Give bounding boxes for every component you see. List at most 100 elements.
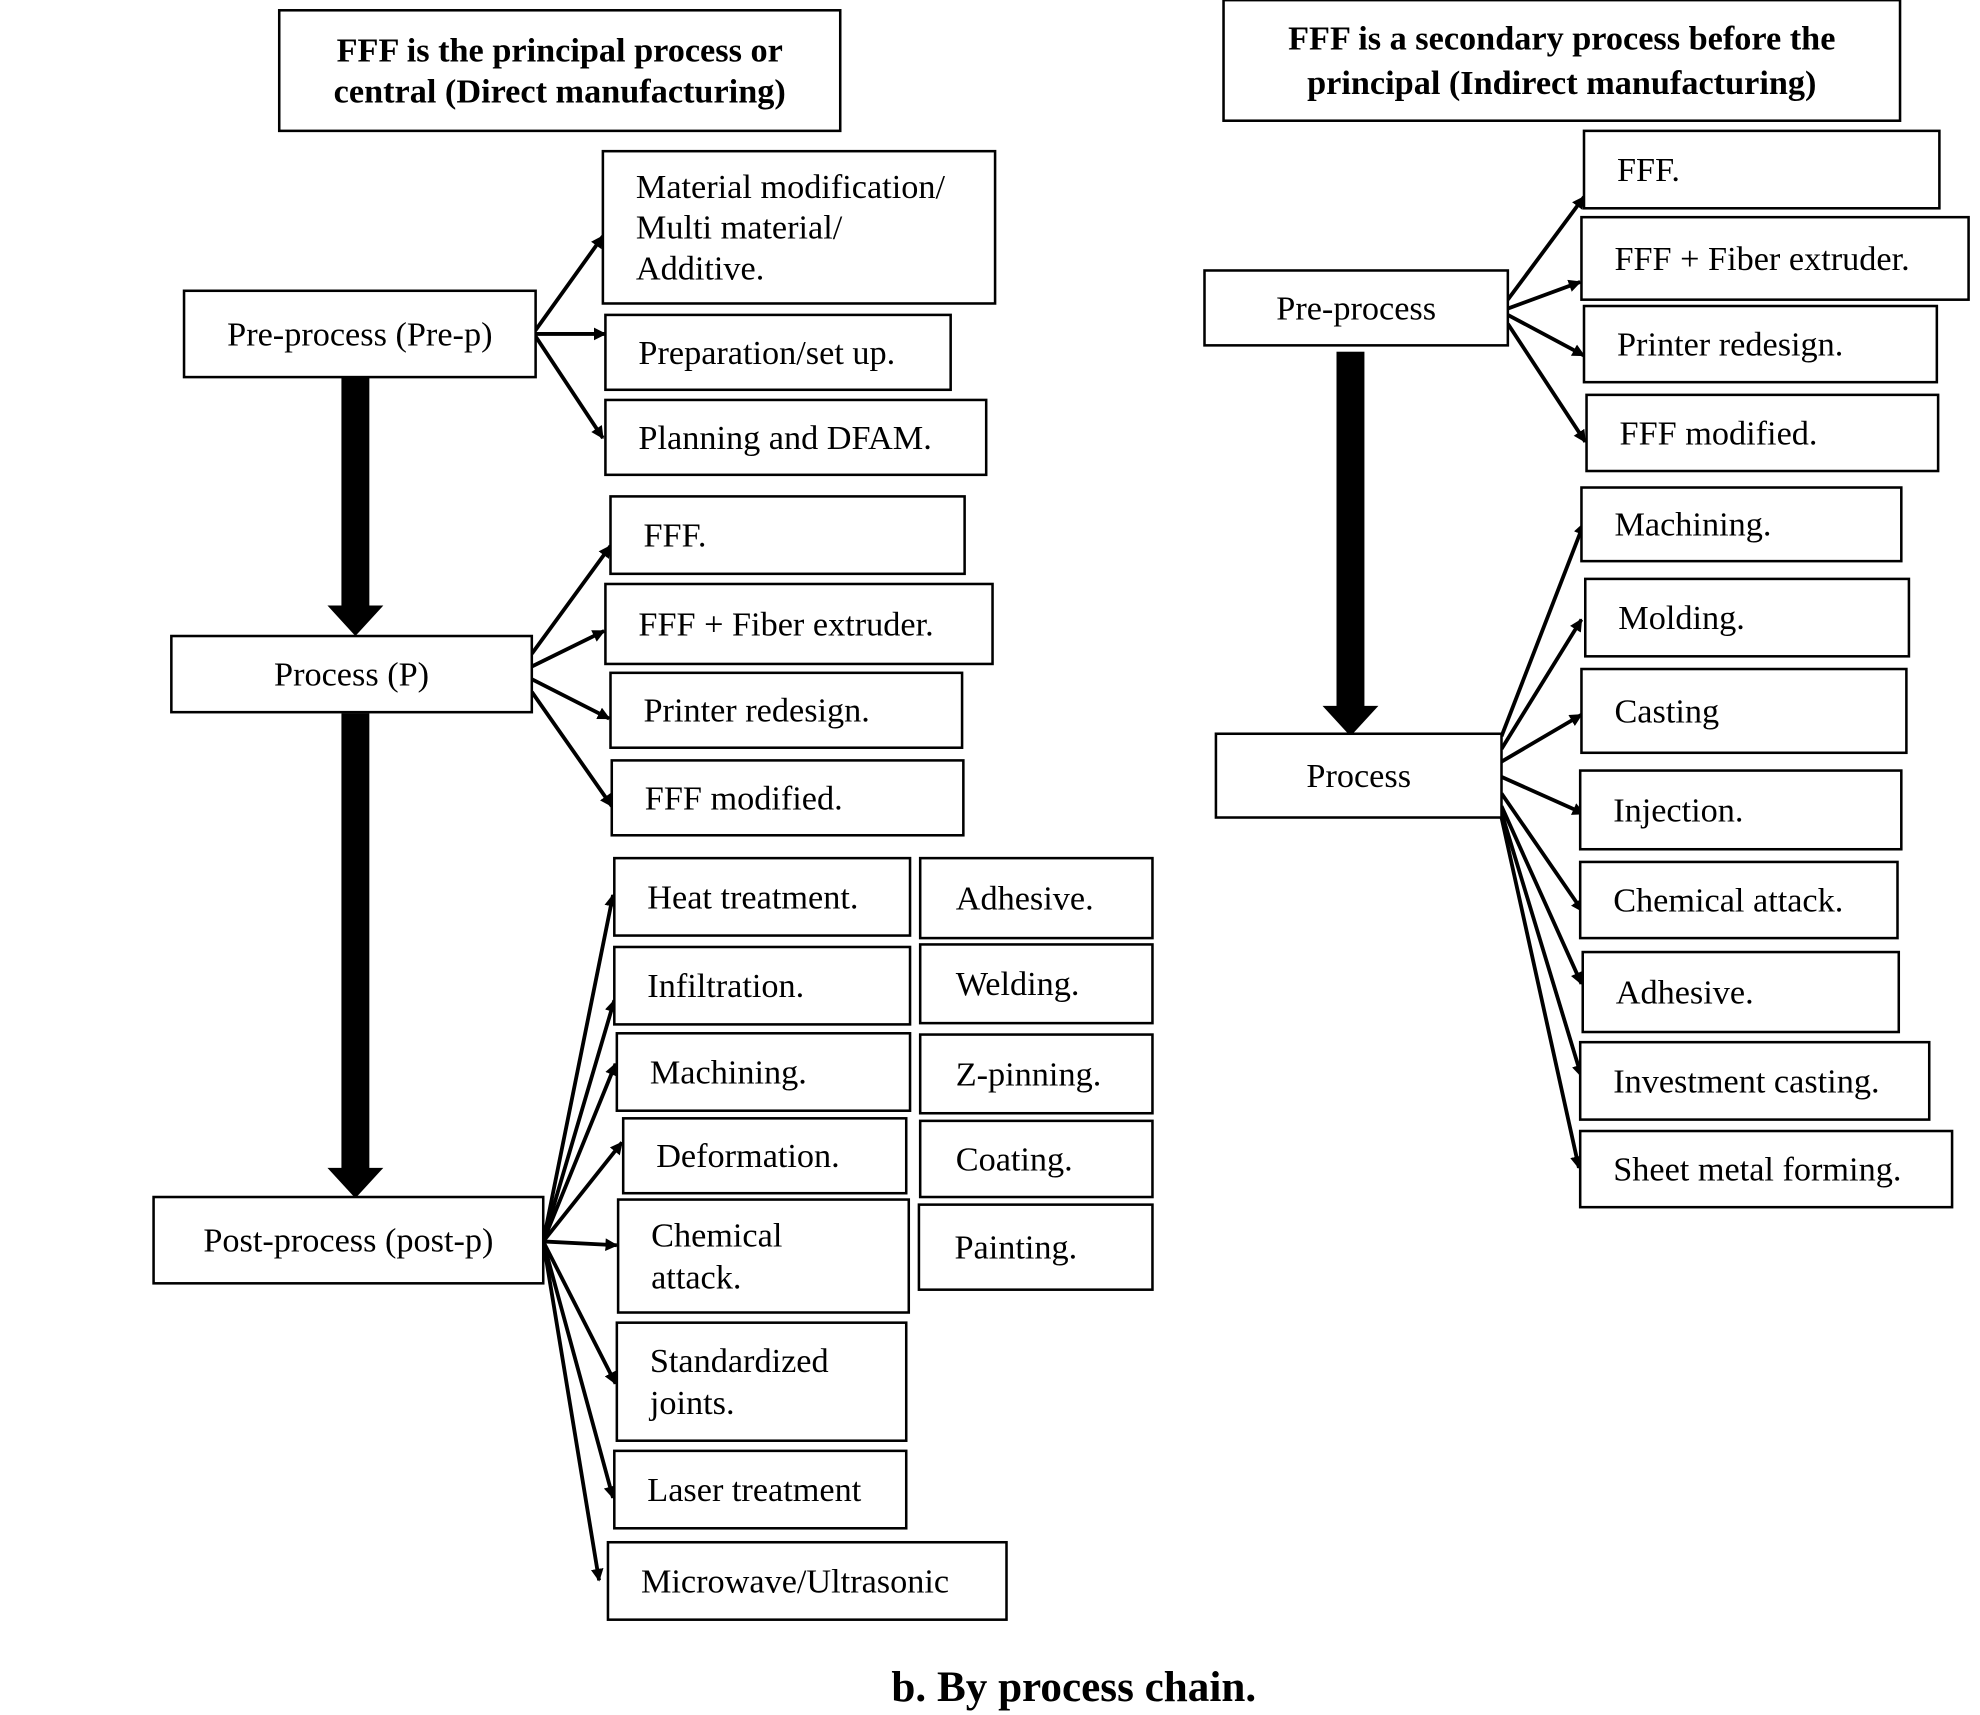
direct-post-extra-item-2-frame [918, 1033, 1154, 1115]
direct-post-item-6-label: Laser treatment [647, 1471, 861, 1509]
flow-arrow-pre-to-process-shaft [341, 375, 370, 609]
indirect-title-label: FFF is a secondary process before the [1288, 20, 1835, 58]
direct-title-label: FFF is the principal process or [337, 32, 783, 70]
direct-post-extra-item-2: Z-pinning. [918, 1033, 1154, 1115]
direct-post-item-1-frame [613, 945, 912, 1026]
stage-pre-process-indirect-frame [1203, 269, 1510, 347]
direct-pre-item-2-frame [604, 398, 988, 477]
direct-post-extra-item-2-label: Z-pinning. [956, 1055, 1102, 1093]
direct-post-item-5-label: joints. [649, 1384, 735, 1422]
arrow-post-to-item-6 [541, 1240, 617, 1500]
arrow-indirect-pre-to-item-1 [1507, 279, 1582, 311]
stage-process-direct-label: Process (P) [274, 656, 429, 694]
arrow-post-to-item-2 [541, 1062, 618, 1243]
direct-post-item-2-frame [615, 1032, 912, 1112]
indirect-pre-item-3-label: FFF modified. [1620, 414, 1818, 452]
direct-pre-item-1-label: Preparation/set up. [638, 334, 895, 372]
stage-post-process-direct: Post-process (post-p) [152, 1195, 545, 1285]
direct-post-extra-item-1-label: Welding. [956, 965, 1080, 1003]
indirect-title-frame [1222, 0, 1902, 122]
direct-post-extra-item-3-frame [918, 1119, 1154, 1199]
stage-pre-process-indirect: Pre-process [1203, 269, 1510, 347]
indirect-process-item-4: Chemical attack. [1578, 860, 1899, 940]
direct-post-item-0-frame [613, 856, 912, 937]
arrow-post-to-item-3 [541, 1141, 624, 1243]
direct-post-item-5: Standardized joints. [615, 1321, 908, 1442]
flow-arrow-pre-to-process-head [327, 605, 384, 637]
direct-post-item-1: Infiltration. [613, 945, 912, 1026]
indirect-process-item-7-frame [1578, 1129, 1954, 1209]
indirect-process-item-1-label: Molding. [1618, 599, 1745, 637]
flow-arrow-indirect-pre-to-process-shaft [1336, 351, 1365, 709]
indirect-process-item-2-frame [1580, 667, 1908, 755]
arrow-process-to-item-3 [530, 690, 614, 808]
direct-post-item-7: Microwave/Ultrasonic [606, 1540, 1008, 1621]
arrow-post-to-item-1 [541, 999, 618, 1242]
direct-pre-item-0-label: Material modification/ [636, 168, 946, 206]
direct-pre-item-0-label: Additive. [636, 249, 764, 287]
direct-process-item-2: Printer redesign. [609, 671, 964, 749]
indirect-process-item-6-label: Investment casting. [1613, 1062, 1879, 1100]
direct-post-item-4-label: attack. [651, 1258, 741, 1296]
arrow-indirect-pre-to-item-0 [1506, 195, 1586, 301]
stage-pre-process-indirect-label: Pre-process [1276, 289, 1436, 327]
indirect-process-item-7: Sheet metal forming. [1578, 1129, 1954, 1209]
indirect-process-item-6: Investment casting. [1578, 1040, 1931, 1121]
indirect-process-item-0-frame [1580, 486, 1903, 563]
flow-arrow-pre-to-process [327, 375, 384, 637]
figure-caption: b. By process chain. [891, 1664, 1256, 1711]
indirect-process-item-1-frame [1584, 577, 1911, 658]
flow-arrow-indirect-pre-to-process-head [1322, 705, 1379, 737]
stage-post-process-direct-label: Post-process (post-p) [203, 1222, 493, 1260]
direct-post-item-5-label: Standardized [650, 1342, 829, 1380]
indirect-pre-item-1-frame [1580, 215, 1970, 301]
indirect-pre-item-3: FFF modified. [1585, 393, 1940, 473]
direct-post-extra-item-3: Coating. [918, 1119, 1154, 1199]
direct-post-item-6-frame [613, 1449, 908, 1530]
direct-process-item-0-frame [609, 495, 966, 576]
stage-process-direct-frame [170, 634, 534, 714]
direct-pre-item-0-frame [601, 149, 997, 305]
direct-process-item-3-frame [610, 759, 965, 837]
arrow-indirect-process-to-item-4 [1499, 792, 1585, 913]
direct-process-item-2-label: Printer redesign. [644, 692, 870, 730]
flow-arrow-process-to-post-shaft [341, 713, 370, 1171]
indirect-process-item-5-label: Adhesive. [1616, 973, 1754, 1011]
stage-process-indirect-frame [1214, 732, 1503, 819]
direct-post-item-2-label: Machining. [650, 1053, 807, 1091]
arrow-process-to-item-1 [530, 629, 606, 669]
arrow-indirect-process-to-item-7 [1499, 817, 1583, 1170]
direct-post-extra-item-1: Welding. [918, 943, 1154, 1025]
direct-process-item-1-label: FFF + Fiber extruder. [638, 605, 933, 643]
direct-post-item-7-frame [606, 1540, 1008, 1621]
direct-post-item-0: Heat treatment. [613, 856, 912, 937]
direct-process-item-3-label: FFF modified. [645, 779, 843, 817]
indirect-process-item-5-frame [1581, 950, 1901, 1034]
direct-pre-item-1: Preparation/set up. [604, 313, 952, 392]
arrow-process-to-item-2 [530, 677, 611, 721]
arrow-indirect-process-to-item-5 [1499, 805, 1584, 985]
indirect-process-item-0-label: Machining. [1614, 506, 1771, 544]
stage-process-indirect-label: Process [1306, 757, 1411, 795]
indirect-pre-item-2-label: Printer redesign. [1617, 326, 1843, 364]
direct-post-item-0-label: Heat treatment. [647, 878, 858, 916]
direct-post-item-3-frame [621, 1117, 908, 1195]
arrow-pre-to-item-2 [534, 335, 605, 440]
indirect-pre-item-3-frame [1585, 393, 1940, 473]
direct-process-item-0-label: FFF. [644, 517, 707, 555]
direct-pre-item-2-label: Planning and DFAM. [638, 419, 931, 457]
direct-process-item-3: FFF modified. [610, 759, 965, 837]
indirect-process-item-2: Casting [1580, 667, 1908, 755]
direct-post-extra-item-1-frame [918, 943, 1154, 1025]
arrow-post-to-item-5 [541, 1240, 618, 1385]
direct-pre-item-0-label: Multi material/ [636, 209, 843, 247]
direct-post-extra-item-4-label: Painting. [954, 1229, 1077, 1267]
indirect-process-item-6-frame [1578, 1040, 1931, 1121]
direct-pre-item-0: Material modification/Multi material/Add… [601, 149, 997, 305]
direct-post-extra-item-4: Painting. [917, 1203, 1154, 1291]
indirect-title-label: principal (Indirect manufacturing) [1307, 64, 1816, 102]
direct-pre-item-2: Planning and DFAM. [604, 398, 988, 477]
